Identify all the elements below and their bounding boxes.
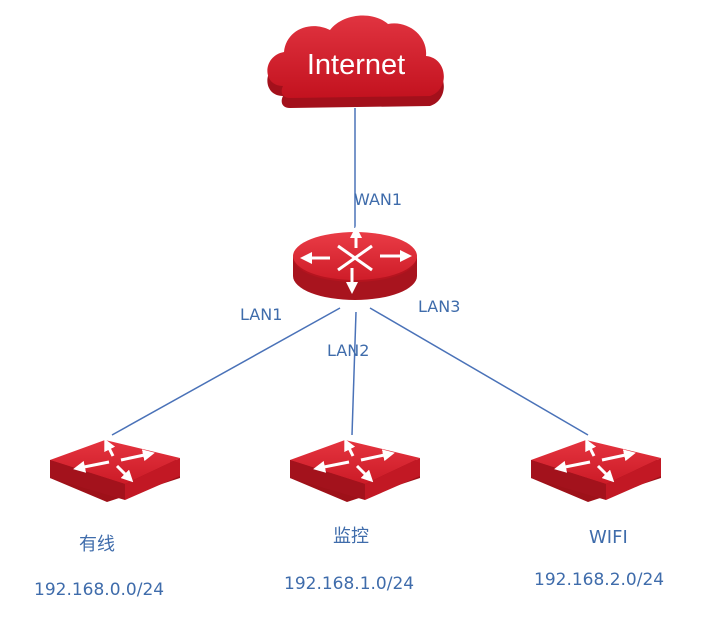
lan3-link [369,307,589,436]
subnet-label-wired: 192.168.0.0/24 [34,580,165,600]
switch-icon-2 [290,438,420,502]
lan1-link [111,307,341,436]
switch-icon-3 [531,438,661,502]
internet-cloud-icon [267,15,444,108]
subnet-label-wifi: 192.168.2.0/24 [534,570,665,590]
node-name-wifi: WIFI [589,527,628,548]
lan2-port-label: LAN2 [327,341,370,360]
internet-label: Internet [307,49,405,81]
links [111,108,589,436]
wan1-port-label: WAN1 [354,190,403,209]
core-router-icon [293,226,417,300]
node-name-monitoring: 监控 [333,526,369,547]
node-name-wired: 有线 [79,534,115,555]
switch-icon-1 [50,438,180,502]
subnet-label-monitoring: 192.168.1.0/24 [284,574,415,594]
lan1-port-label: LAN1 [240,305,283,324]
lan3-port-label: LAN3 [418,297,461,316]
lan2-link [351,311,357,436]
